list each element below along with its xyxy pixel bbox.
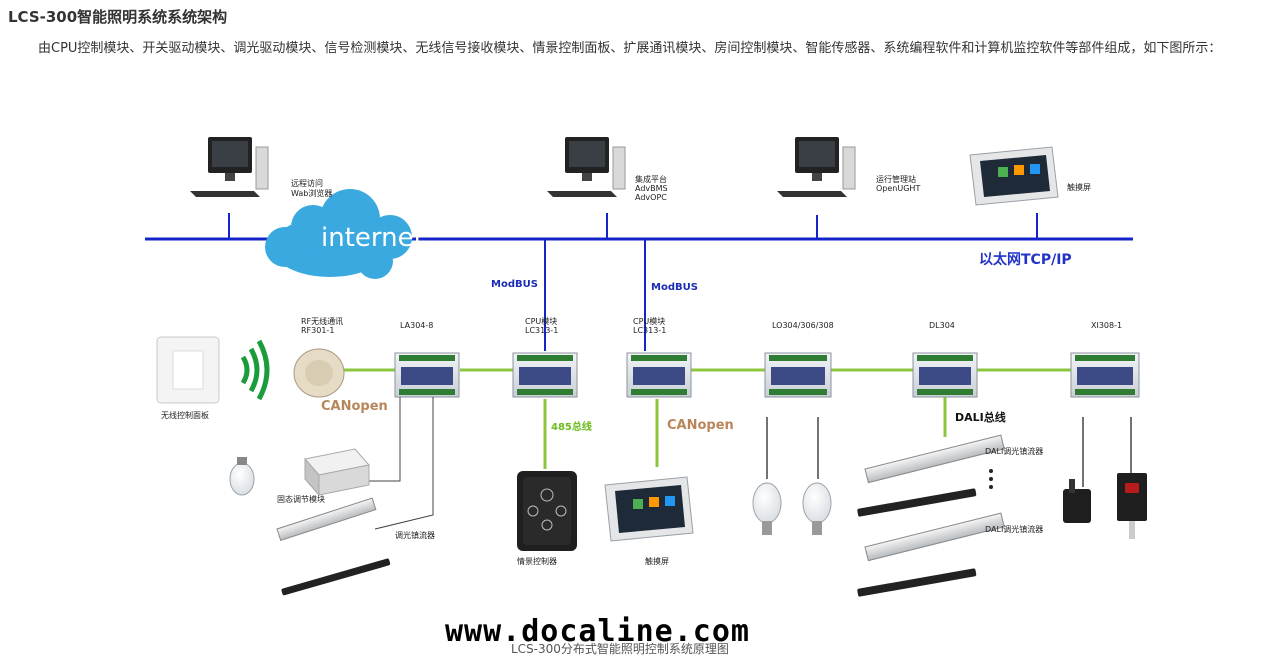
dali-ballast-label-1: DALI调光镇流器 — [985, 447, 1044, 456]
touchscreen-icon-bottom — [604, 476, 694, 542]
pc-remote-label-1: 远程访问 — [291, 179, 323, 188]
dimming-ballast-icon — [276, 497, 377, 542]
photoelectric-sensor-icon — [1117, 473, 1147, 539]
computer-icon-integration — [547, 137, 626, 197]
module-cpu2-icon — [626, 352, 692, 398]
rf-receiver-icon — [293, 348, 345, 398]
dali-tube-icon-1 — [857, 488, 977, 517]
modbus-label-1: ModBUS — [491, 279, 538, 290]
solid-state-relay-icon — [304, 448, 370, 497]
figure-caption: LCS-300分布式智能照明控制系统原理图 — [511, 642, 729, 656]
rs485-label: 485总线 — [551, 422, 592, 433]
dimmer-ballast-label: 调光镇流器 — [395, 531, 435, 540]
wireless-panel-label: 无线控制面板 — [161, 411, 209, 420]
pc-ops-label-1: 运行管理站 — [876, 175, 916, 184]
internet-cloud-icon — [265, 189, 412, 279]
cpu2-label-2: LC313-1 — [633, 326, 667, 335]
wireless-signal-icon — [240, 339, 270, 401]
dl304-label: DL304 — [929, 321, 955, 330]
module-cpu1-icon — [512, 352, 578, 398]
page-title: LCS-300智能照明系统系统架构 — [8, 8, 228, 26]
pc-integration-label-3: AdvOPC — [635, 193, 667, 202]
pc-remote-label-2: Wab浏览器 — [291, 189, 333, 198]
limit-switch-sensor-icon — [1063, 479, 1091, 523]
system-diagram: internet 以太网TCP/IP ModBUS ModBUS 485总线 C… — [135, 119, 1155, 605]
light-bulb-icon-1 — [752, 482, 782, 535]
intro-paragraph: 由CPU控制模块、开关驱动模块、调光驱动模块、信号检测模块、无线信号接收模块、情… — [38, 41, 1222, 56]
module-dl304-icon — [912, 352, 978, 398]
module-lo304-icon — [764, 352, 832, 398]
wireless-panel-icon — [156, 336, 220, 404]
ssr-label: 固态调节模块 — [277, 495, 325, 504]
pc-integration-label-1: 集成平台 — [635, 175, 667, 184]
module-xi308-icon — [1070, 352, 1140, 398]
dali-ballast-icon-2 — [864, 512, 1005, 562]
scene-panel-label: 情景控制器 — [517, 557, 557, 566]
cpu1-label-1: CPU模块 — [525, 317, 558, 326]
light-bulb-icon-2 — [802, 482, 832, 535]
module-la304-icon — [394, 352, 460, 398]
la304-label: LA304-8 — [400, 321, 434, 330]
modbus-label-2: ModBUS — [651, 282, 698, 293]
canopen-label-1: CANopen — [321, 399, 388, 414]
touch-bottom-label: 触摸屏 — [645, 557, 669, 566]
cpu2-label-1: CPU模块 — [633, 317, 666, 326]
touchscreen-icon-top — [969, 146, 1059, 206]
watermark-text: www.docaline.com — [445, 614, 750, 649]
ethernet-label: 以太网TCP/IP — [979, 252, 1072, 268]
dali-tube-icon-2 — [857, 568, 977, 597]
pc-integration-label-2: AdvBMS — [635, 184, 668, 193]
light-bulb-icon-left — [229, 457, 255, 496]
touch-top-label: 触摸屏 — [1067, 183, 1091, 192]
scene-panel-icon — [517, 471, 577, 551]
computer-icon-remote — [190, 137, 269, 197]
dali-ballast-icon-1 — [864, 434, 1005, 484]
fluorescent-tube-icon-left — [281, 558, 391, 596]
xi308-label: XI308-1 — [1091, 321, 1123, 330]
rf-label-1: RF无线通讯 — [301, 317, 344, 326]
ellipsis-dots — [989, 469, 993, 489]
rf-label-2: RF301-1 — [301, 326, 335, 335]
dali-ballast-label-2: DALI调光镇流器 — [985, 525, 1044, 534]
pc-ops-label-2: OpenUGHT — [876, 184, 921, 193]
canopen-label-2: CANopen — [667, 418, 734, 433]
internet-cloud-label: internet — [321, 223, 424, 253]
dali-bus-label: DALI总线 — [955, 411, 1006, 424]
lo304-label: LO304/306/308 — [772, 321, 834, 330]
computer-icon-operations — [777, 137, 856, 197]
cpu1-label-2: LC313-1 — [525, 326, 559, 335]
diagram-graphics — [145, 137, 1147, 597]
